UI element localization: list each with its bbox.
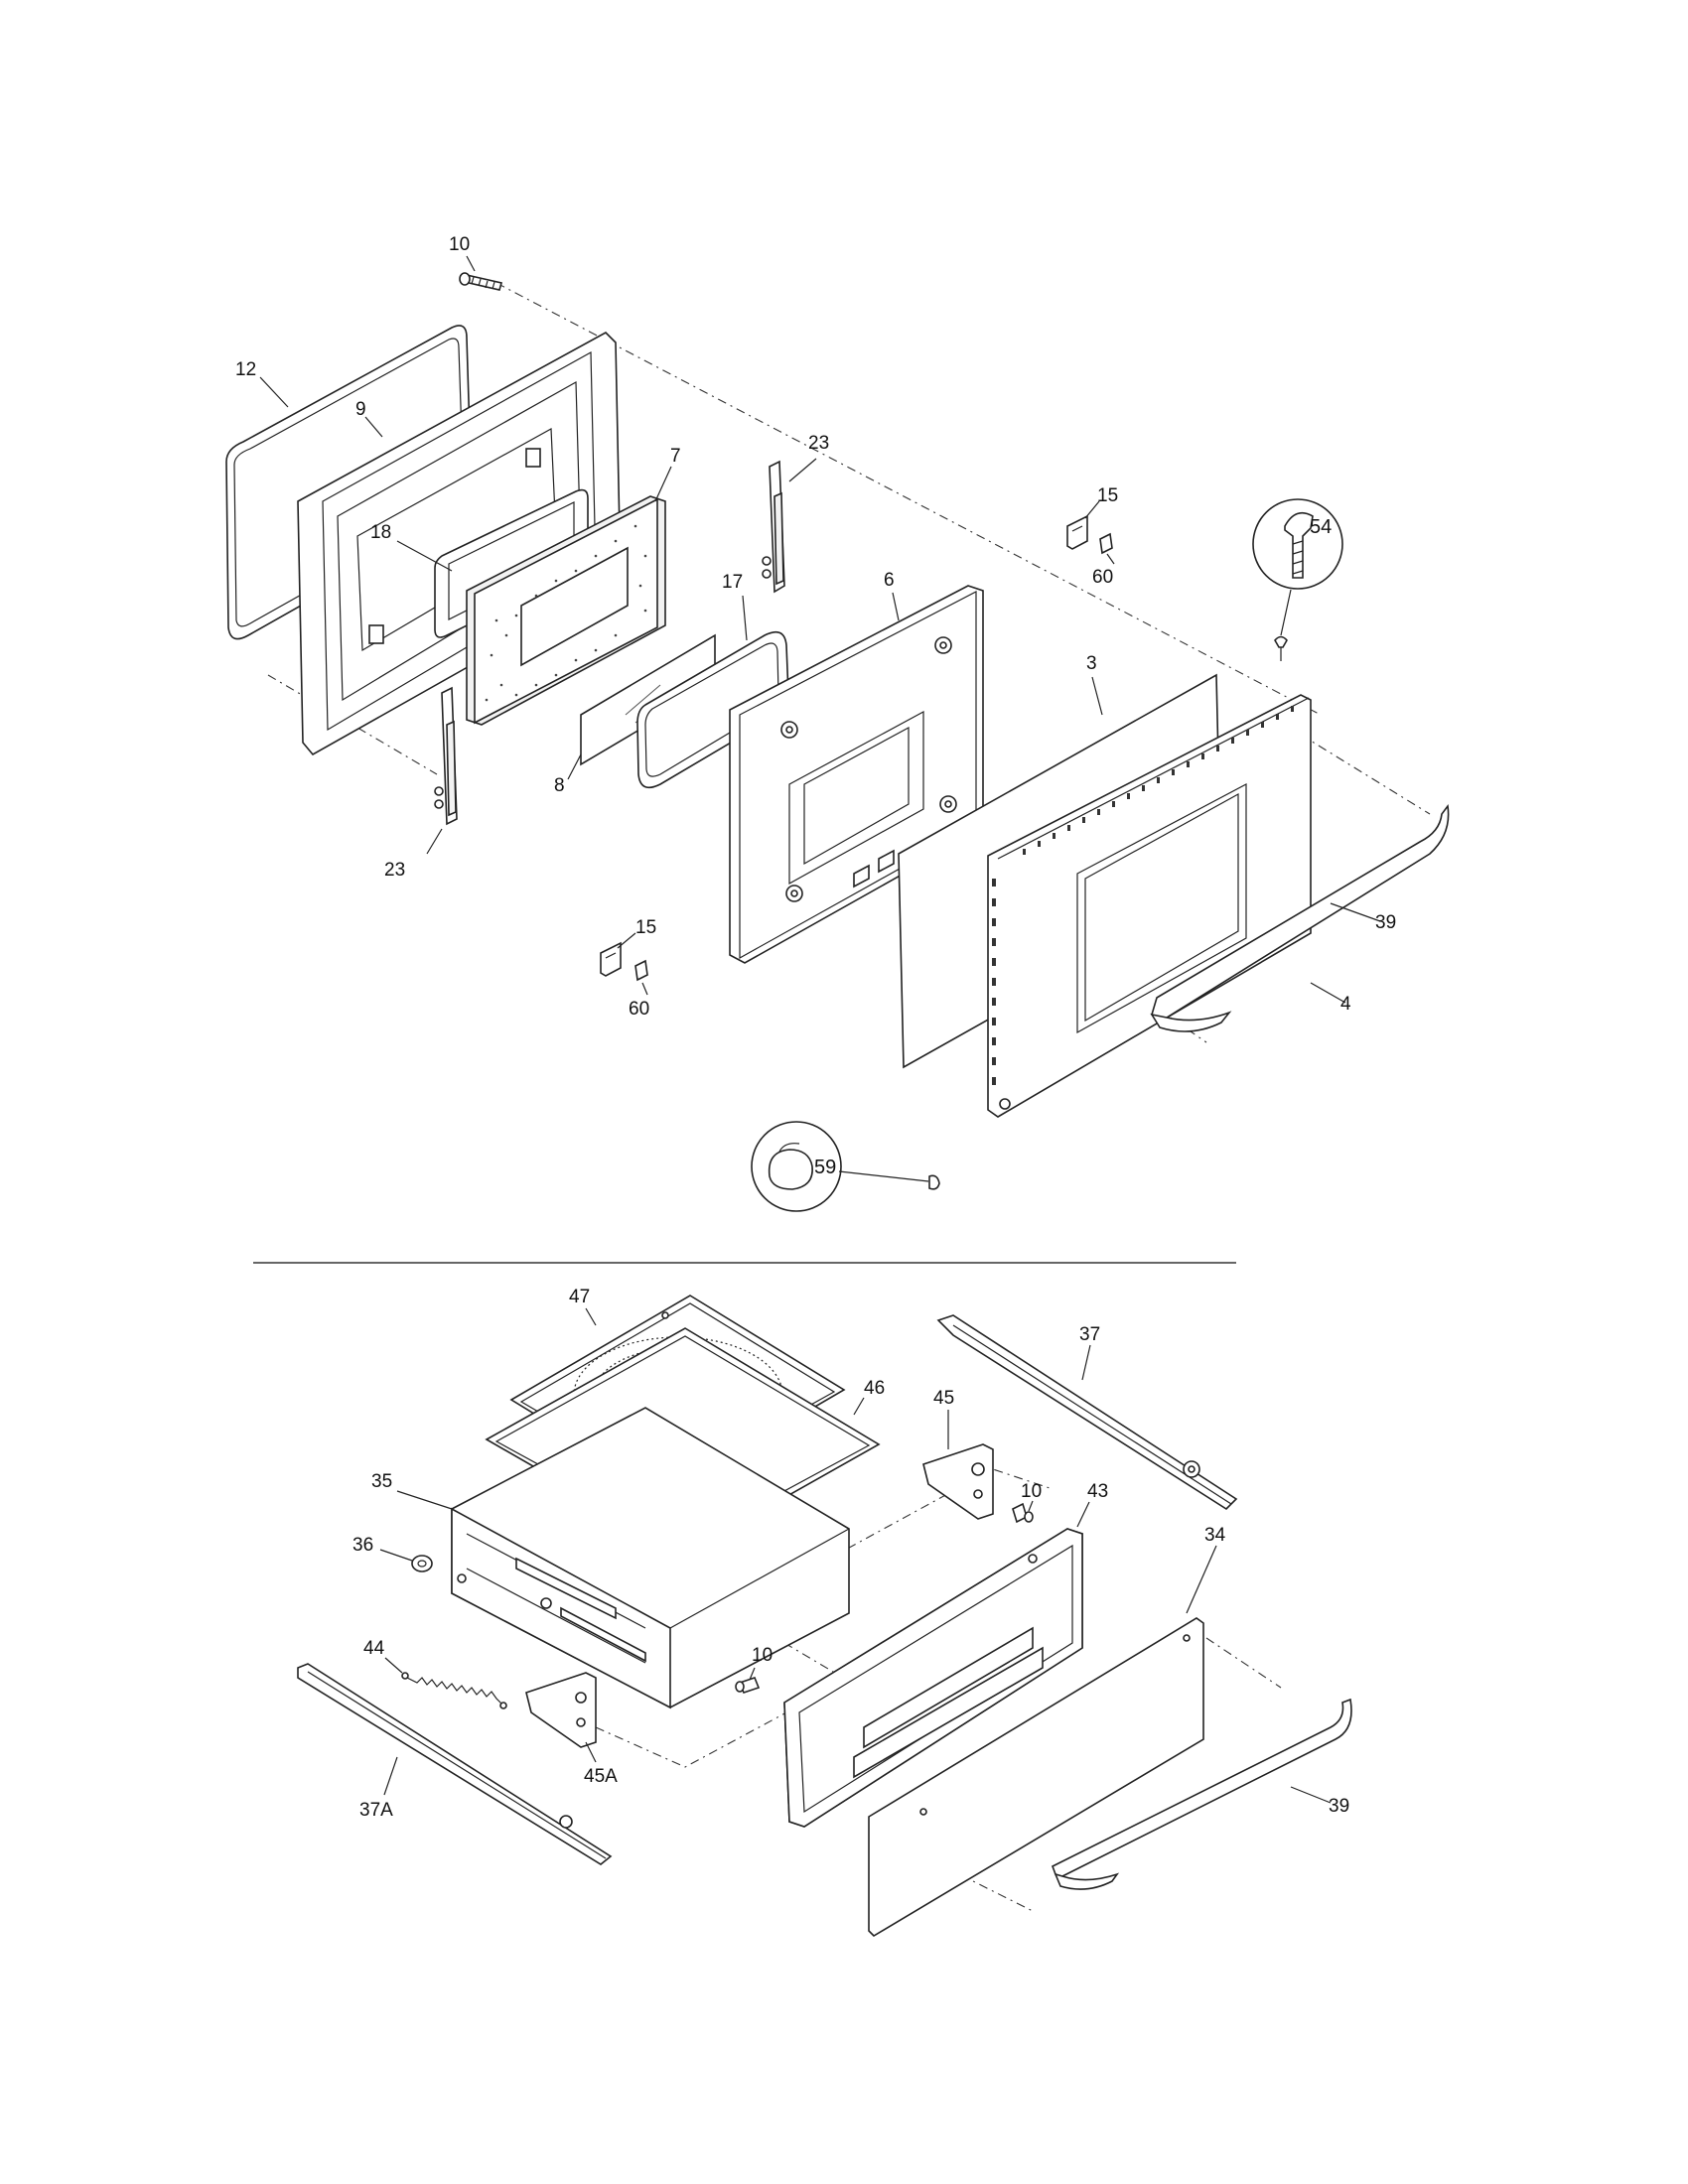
bumper-part-60-upper	[1099, 532, 1113, 555]
plug-button-part-59	[751, 1121, 940, 1212]
callout-23-lower: 23	[384, 860, 405, 881]
drawer-handle-part-39-lower	[1051, 1698, 1352, 1890]
drawer-slide-rail-part-37a	[297, 1663, 613, 1865]
callout-46: 46	[864, 1378, 885, 1399]
screw-part-10-lower-right	[1012, 1502, 1034, 1524]
spring-part-44	[401, 1672, 507, 1709]
callout-8: 8	[554, 775, 565, 796]
screw-part-10	[459, 272, 503, 291]
assembly-axis-line	[1300, 734, 1431, 815]
callout-17: 17	[722, 572, 743, 593]
callout-10-lower-right: 10	[1021, 1481, 1042, 1502]
drawer-front-frame-part-43	[783, 1528, 1083, 1828]
assembly-axis-line	[595, 1697, 815, 1768]
callout-15-lower: 15	[635, 917, 656, 938]
drawer-slide-rail-part-37	[936, 1314, 1238, 1511]
door-liner-panel-part-6	[729, 585, 984, 964]
callout-12: 12	[235, 359, 256, 380]
callout-35: 35	[371, 1471, 392, 1492]
callout-34: 34	[1204, 1525, 1226, 1546]
callout-37: 37	[1079, 1324, 1100, 1345]
bushing-part-36	[411, 1555, 433, 1572]
assembly-axis-line	[1205, 1637, 1282, 1689]
callout-6: 6	[884, 570, 895, 591]
callout-10: 10	[449, 234, 470, 255]
callout-3: 3	[1086, 653, 1097, 674]
callout-15-upper: 15	[1097, 485, 1118, 506]
callout-10-lower-left: 10	[752, 1645, 773, 1666]
bumper-part-60-lower	[634, 959, 648, 982]
callout-4: 4	[1340, 994, 1351, 1015]
door-handle-part-39-upper	[1150, 803, 1450, 1032]
door-insulation-part-7	[466, 495, 666, 726]
clip-part-15-lower	[600, 941, 622, 977]
clip-part-15-upper	[1066, 514, 1088, 550]
callout-labels: 10 12 9 7 18 23 23 17 6 8 15 60 54 3 39 …	[235, 234, 1396, 1821]
callout-7: 7	[670, 446, 681, 467]
callout-44: 44	[363, 1638, 385, 1659]
leader-lines	[259, 255, 1381, 1804]
callout-47: 47	[569, 1287, 590, 1307]
callout-59: 59	[814, 1157, 836, 1178]
callout-23-upper: 23	[808, 433, 829, 454]
bracket-part-45a	[525, 1672, 597, 1748]
door-hinge-part-23-upper	[762, 460, 785, 594]
assembly-axis-line	[495, 282, 1322, 716]
outer-door-panel-part-4	[987, 694, 1312, 1118]
callout-54: 54	[1310, 516, 1332, 538]
callout-36: 36	[352, 1535, 373, 1556]
callout-9: 9	[355, 399, 366, 420]
door-hinge-part-23-lower	[434, 686, 458, 826]
callout-39-lower: 39	[1329, 1796, 1349, 1817]
bracket-part-45	[922, 1443, 994, 1520]
screw-part-10-lower-left	[735, 1677, 761, 1694]
screw-part-54	[1252, 498, 1343, 661]
callout-45a: 45A	[584, 1766, 618, 1787]
drawer-box-part-35	[451, 1407, 850, 1709]
callout-39-upper: 39	[1375, 912, 1396, 933]
callout-60-lower: 60	[629, 999, 649, 1020]
drawer-front-panel-part-34	[868, 1617, 1204, 1938]
callout-43: 43	[1087, 1481, 1108, 1502]
callout-60-upper: 60	[1092, 567, 1113, 588]
callout-45: 45	[933, 1388, 954, 1409]
callout-37a: 37A	[359, 1800, 393, 1821]
callout-18: 18	[370, 522, 391, 543]
